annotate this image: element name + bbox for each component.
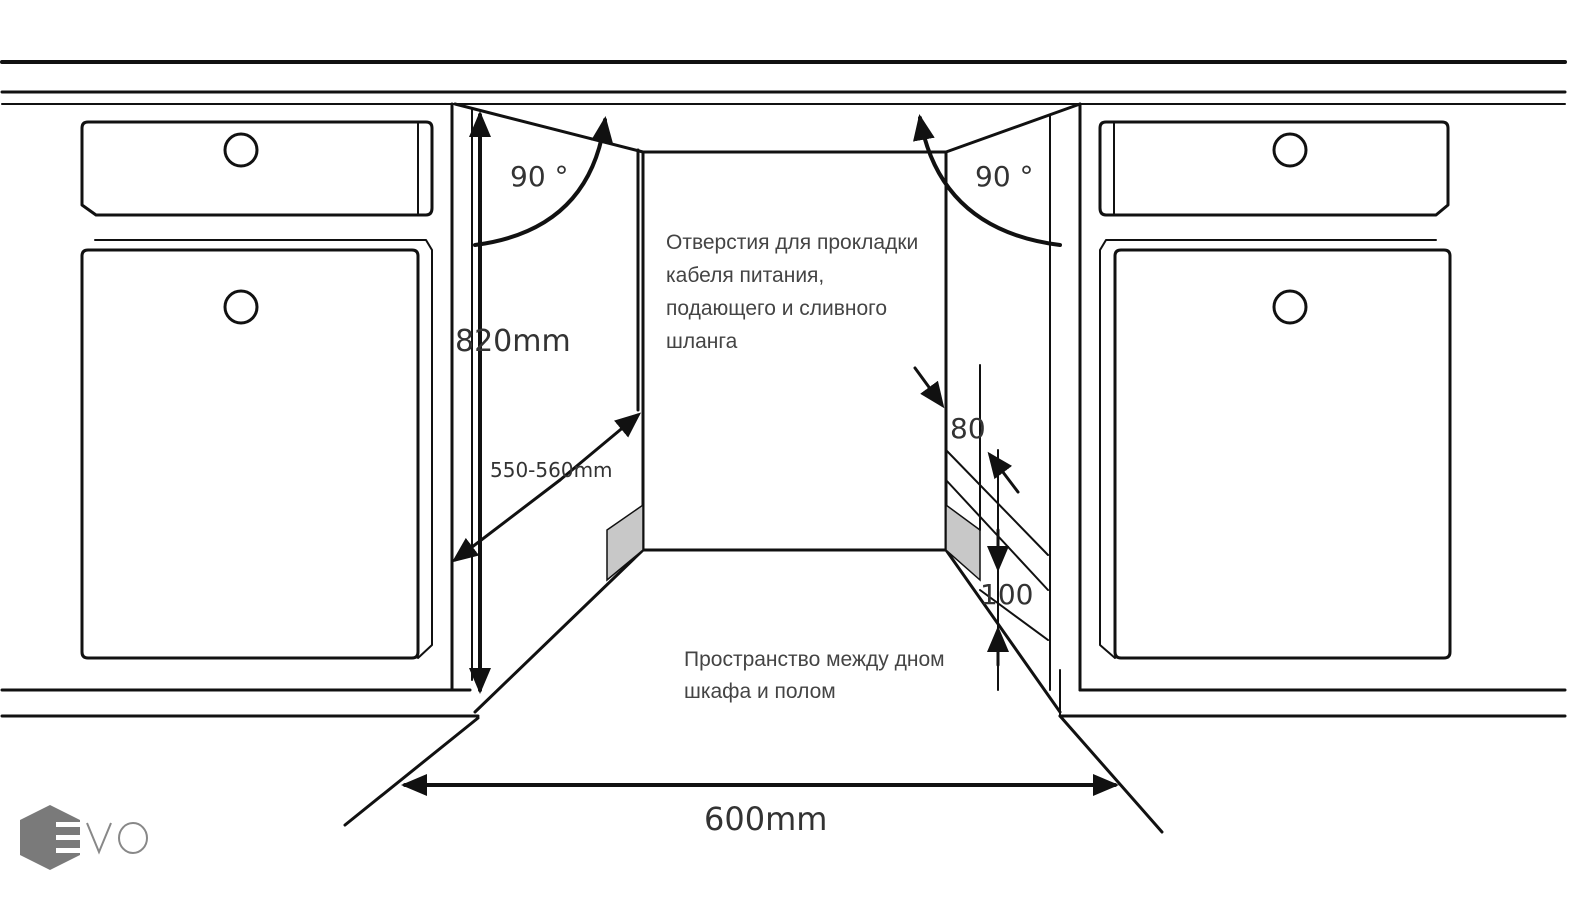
- width-label: 600mm: [704, 800, 827, 838]
- dimension-arrows: [401, 111, 1119, 796]
- left-floor-strip: [606, 503, 644, 582]
- left-cabinet: [0, 102, 480, 718]
- holes-note: Отверстия для прокладки кабеля питания, …: [666, 231, 918, 353]
- gap-top-label: 80: [950, 412, 986, 445]
- height-label: 820mm: [455, 324, 571, 359]
- floor-note-line: шкафа и полом: [684, 680, 836, 703]
- floor-note: Пространство между дном шкафа и полом: [684, 648, 945, 703]
- floor-note-line: Пространство между дном: [684, 648, 945, 671]
- drawer-handle-icon: [1272, 132, 1308, 168]
- holes-note-line: шланга: [666, 330, 738, 353]
- evo-logo: [20, 805, 148, 870]
- angle-right-label: 90 °: [975, 160, 1034, 193]
- countertop: [0, 60, 1567, 105]
- door-handle-icon: [1272, 289, 1308, 325]
- holes-note-line: кабеля питания,: [666, 264, 824, 287]
- drawer-handle-icon: [223, 132, 259, 168]
- holes-note-line: Отверстия для прокладки: [666, 231, 918, 254]
- holes-note-line: подающего и сливного: [666, 297, 887, 320]
- niche: [343, 102, 1164, 834]
- depth-label: 550-560mm: [490, 458, 613, 482]
- gap-bottom-label: 100: [980, 578, 1033, 611]
- right-cabinet: [1049, 102, 1567, 718]
- angle-left-label: 90 °: [510, 160, 569, 193]
- door-handle-icon: [223, 289, 259, 325]
- right-floor-strip: [945, 503, 981, 582]
